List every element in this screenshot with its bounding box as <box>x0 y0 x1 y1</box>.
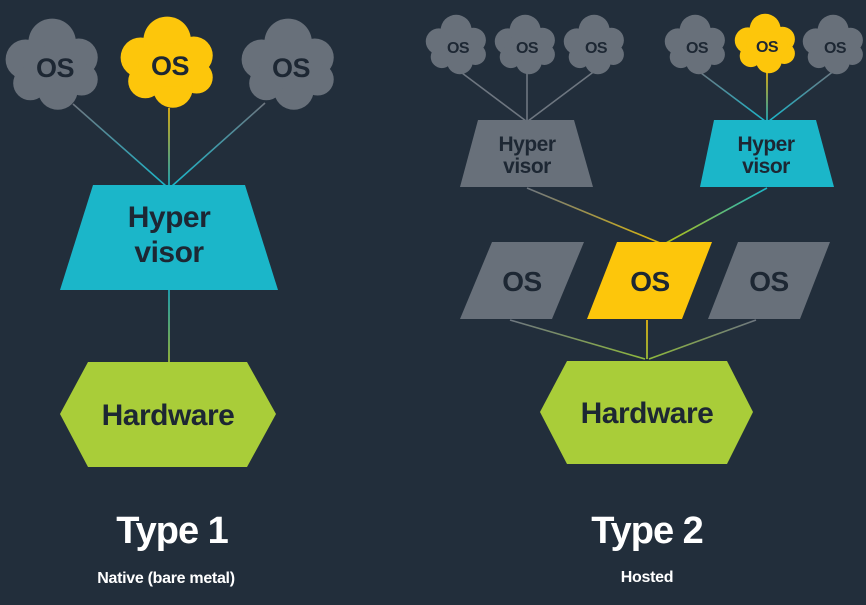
type1-hypervisor-trapezoid <box>60 185 278 290</box>
type1-os-cloud-1-label: OS <box>36 53 74 83</box>
type2-subtitle: Hosted <box>621 569 673 586</box>
type1-hardware-label: Hardware <box>102 399 235 432</box>
type2-os-cloud-6-label: OS <box>824 40 847 57</box>
type2-connector-cloud4-hypervisor2 <box>696 69 766 122</box>
type2-hypervisor1-trapezoid <box>460 120 593 187</box>
type1-os-cloud-3-label: OS <box>272 53 310 83</box>
type2-os-cloud-4-label: OS <box>686 40 709 57</box>
type2-host-os-3-label: OS <box>749 266 788 297</box>
connectors <box>72 69 836 362</box>
type2-connector-os3-hardware <box>648 319 757 360</box>
type2-connector-cloud6-hypervisor2 <box>768 69 836 122</box>
type2-host-os-2-parallelogram-highlighted <box>587 242 712 319</box>
type1-hypervisor-label-line1: Hyper <box>128 201 211 234</box>
type1-title: Type 1 <box>116 510 228 552</box>
type1-hardware-hexagon <box>60 362 276 467</box>
type2-os-cloud-2-label: OS <box>516 40 539 57</box>
type2-host-os-1-label: OS <box>502 266 541 297</box>
type2-hypervisor2-trapezoid <box>700 120 834 187</box>
type1-subtitle: Native (bare metal) <box>97 570 234 587</box>
type2-hardware-label: Hardware <box>581 397 714 430</box>
type1-hypervisor-label-line2: visor <box>134 236 204 269</box>
type1-os-cloud-2-label: OS <box>151 51 189 81</box>
type2-connector-hypervisor2-hostos <box>665 187 768 244</box>
type1-connector-cloud3-hypervisor <box>171 102 266 187</box>
type2-hypervisor2-label-line2: visor <box>742 155 790 178</box>
type2-hypervisor1-label-line2: visor <box>503 155 551 178</box>
type1-connector-cloud1-hypervisor <box>72 103 167 187</box>
type2-title: Type 2 <box>591 510 703 552</box>
type2-connector-hypervisor1-hostos <box>526 187 661 244</box>
type2-diagram: OS OS OS OS OS OS Hyper visor Hyper viso… <box>425 13 863 586</box>
type1-diagram: OS OS OS Hyper visor Hardware Type 1 Nat… <box>5 16 334 587</box>
type2-host-os-1-parallelogram <box>460 242 584 319</box>
type2-hypervisor1-label-line1: Hyper <box>498 133 555 156</box>
type2-os-cloud-1-label: OS <box>447 40 470 57</box>
type2-hypervisor2-label-line1: Hyper <box>737 133 794 156</box>
type2-connector-cloud3-hypervisor1 <box>527 69 597 122</box>
type2-os-cloud-3-label: OS <box>585 40 608 57</box>
type2-hardware-hexagon <box>540 361 753 464</box>
type2-host-os-2-label: OS <box>630 266 669 297</box>
type2-host-os-3-parallelogram <box>708 242 830 319</box>
type2-os-cloud-5-label: OS <box>756 39 779 56</box>
type2-connector-os1-hardware <box>509 319 646 360</box>
type2-connector-cloud1-hypervisor1 <box>457 69 527 122</box>
